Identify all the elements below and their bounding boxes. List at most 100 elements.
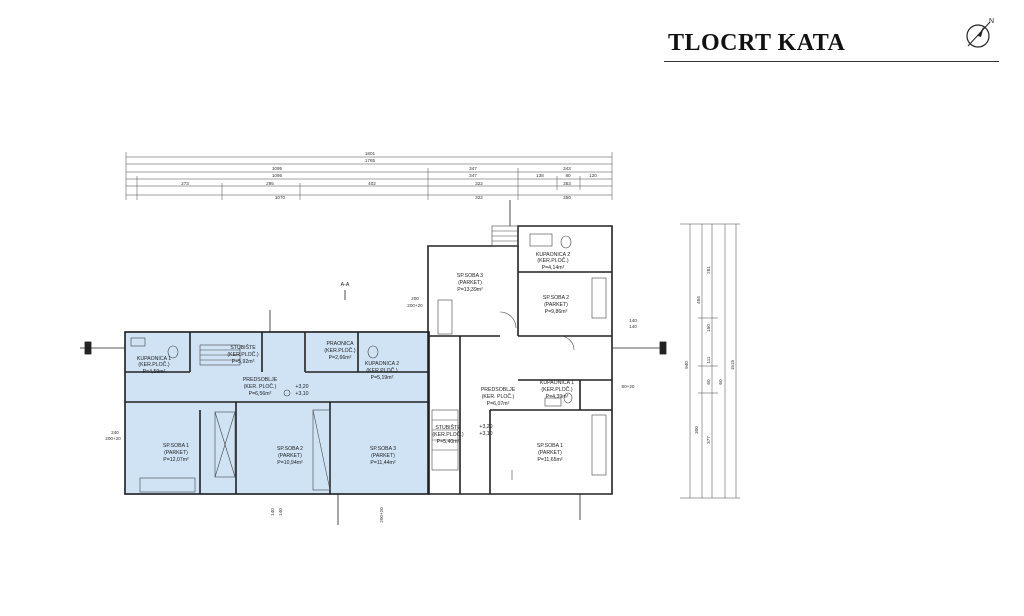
right-unit-labels: SP.SOBA 3 (PARKET) P=13,39m² KUPAONICA 2… (432, 252, 574, 463)
left-unit-details (130, 337, 379, 493)
svg-text:STUBIŠTE: STUBIŠTE (230, 344, 256, 351)
room-label-soba2-right: SP.SOBA 2 (PARKET) P=9,86m² (543, 295, 569, 315)
room-label-stubiste-right: STUBIŠTE (KER.PLOČ.) P=5,40m² (432, 424, 463, 445)
svg-text:(KER.PLOČ.): (KER.PLOČ.) (537, 257, 568, 264)
dim-misc-3: 140 (629, 318, 637, 323)
svg-text:(PARKET): (PARKET) (538, 450, 562, 456)
svg-text:(KER.PLOČ.): (KER.PLOČ.) (366, 367, 397, 374)
dim-misc-8: 140 (270, 508, 275, 516)
dim-top-14: 322 (475, 181, 483, 186)
level-mark-left: +3,20 (295, 384, 308, 390)
dim-top-3: 1095 (272, 166, 283, 171)
top-dimension-texts: 1801 1765 1095 347 343 1095 347 138 80 1… (181, 151, 597, 200)
dim-top-15: 353 (563, 181, 571, 186)
dim-right-6: 60 (706, 379, 711, 385)
dim-right-3: 150 (706, 324, 711, 332)
dim-top-11: 273 (181, 181, 189, 186)
svg-text:SP.SOBA 1: SP.SOBA 1 (163, 443, 189, 449)
right-dimension-lines (680, 223, 740, 499)
room-label-predsoblje-right: PREDSOBLJE (KER. PLOČ.) P=6,07m² (481, 387, 516, 407)
svg-text:SP.SOBA 3: SP.SOBA 3 (370, 446, 396, 452)
room-label-soba1-right: SP.SOBA 1 (PARKET) P=11,65m² (537, 443, 563, 463)
level-mark-right: +3,20 (479, 424, 492, 430)
svg-text:KUPAONICA 1: KUPAONICA 1 (540, 380, 574, 386)
dim-misc-1: 200 (411, 296, 419, 301)
svg-text:(PARKET): (PARKET) (278, 453, 302, 459)
dim-right-4: 940 (684, 361, 689, 369)
svg-text:(PARKET): (PARKET) (544, 302, 568, 308)
svg-text:N: N (989, 18, 994, 25)
svg-text:(KER. PLOČ.): (KER. PLOČ.) (244, 383, 277, 390)
title-underline (664, 61, 999, 62)
svg-text:(KER.PLOČ.): (KER.PLOČ.) (541, 386, 572, 393)
dim-misc-5: 80+20 (622, 384, 635, 389)
svg-text:P=4,14m²: P=4,14m² (542, 265, 565, 271)
dim-top-6: 1095 (272, 173, 283, 178)
svg-text:KUPAONICA 1: KUPAONICA 1 (137, 356, 171, 362)
dim-right-10: 1515 (730, 359, 735, 370)
svg-text:(PARKET): (PARKET) (164, 450, 188, 456)
room-label-soba3-left: SP.SOBA 3 (PARKET) P=11,44m² (370, 446, 396, 466)
room-label-stubiste-left: STUBIŠTE (KER.PLOČ.) P=5,92m² (227, 344, 258, 365)
svg-text:(KER.PLOČ.): (KER.PLOČ.) (432, 431, 463, 438)
room-label-soba3-right: SP.SOBA 3 (PARKET) P=13,39m² (457, 273, 483, 293)
svg-text:P=5,92m²: P=5,92m² (232, 359, 255, 365)
svg-text:P=9,86m²: P=9,86m² (545, 309, 568, 315)
dim-misc-4: 140 (629, 324, 637, 329)
left-unit-walls (124, 331, 430, 495)
section-marks (80, 200, 667, 525)
dim-misc-2: 200+20 (407, 303, 423, 308)
right-unit-walls (427, 225, 613, 495)
svg-text:P=4,39m²: P=4,39m² (546, 394, 569, 400)
top-dimension-lines (125, 152, 613, 200)
dim-right-8: 377 (706, 436, 711, 444)
dim-top-2: 1765 (365, 158, 376, 163)
dim-top-12: 295 (266, 181, 274, 186)
svg-text:P=5,19m²: P=5,19m² (371, 375, 394, 381)
dim-right-5: 111 (706, 356, 711, 363)
room-label-predsoblje-left: PREDSOBLJE (KER. PLOČ.) P=6,56m² (243, 377, 278, 397)
svg-text:P=6,56m²: P=6,56m² (249, 391, 272, 397)
dim-right-1: 454 (696, 296, 701, 304)
dim-top-1: 1801 (365, 151, 376, 156)
right-unit-details (431, 225, 607, 480)
svg-text:P=12,07m²: P=12,07m² (163, 457, 189, 463)
dim-misc-6: 240 (111, 430, 119, 435)
dim-top-9: 80 (565, 173, 571, 178)
dim-top-7: 347 (469, 173, 477, 178)
svg-text:(KER.PLOČ.): (KER.PLOČ.) (324, 347, 355, 354)
dim-right-9: 300 (694, 426, 699, 434)
dim-right-7: 60 (718, 379, 723, 385)
svg-text:P=11,65m²: P=11,65m² (537, 457, 562, 463)
svg-text:SP.SOBA 3: SP.SOBA 3 (457, 273, 483, 279)
dim-misc-7: 200+20 (105, 436, 121, 441)
room-label-soba1-left: SP.SOBA 1 (PARKET) P=12,07m² (163, 443, 189, 463)
dim-top-18: 350 (563, 195, 571, 200)
dim-top-4: 347 (469, 166, 477, 171)
dim-top-16: 1070 (275, 195, 286, 200)
svg-text:(PARKET): (PARKET) (458, 280, 482, 286)
svg-text:KUPAONICA 2: KUPAONICA 2 (536, 252, 570, 258)
left-unit-labels: KUPAONICA 1 (KER.PLOČ.) P=4,59m² STUBIŠT… (137, 341, 399, 466)
svg-text:SP.SOBA 2: SP.SOBA 2 (277, 446, 303, 452)
level-mark-right-2: +3,10 (479, 431, 492, 437)
svg-text:KUPAONICA 2: KUPAONICA 2 (365, 361, 399, 367)
dim-top-5: 343 (563, 166, 571, 171)
dim-top-8: 138 (536, 173, 544, 178)
svg-text:SP.SOBA 1: SP.SOBA 1 (537, 443, 563, 449)
svg-text:PREDSOBLJE: PREDSOBLJE (243, 377, 278, 383)
room-label-kupaonica1-right: KUPAONICA 1 (KER.PLOČ.) P=4,39m² (540, 380, 574, 400)
dim-misc-9: 140 (278, 508, 283, 516)
compass-north-icon: N (966, 18, 994, 48)
room-label-soba2-left: SP.SOBA 2 (PARKET) P=10,94m² (277, 446, 303, 466)
dim-top-10: 120 (589, 173, 597, 178)
misc-dimension-texts: 200 200+20 140 140 80+20 240 200+20 140 … (105, 296, 637, 523)
right-dimension-texts: 454 281 150 940 111 60 60 377 300 1515 (684, 266, 735, 444)
svg-text:(PARKET): (PARKET) (371, 453, 395, 459)
svg-text:PRAONICA: PRAONICA (326, 341, 354, 347)
svg-text:P=2,66m²: P=2,66m² (329, 355, 352, 361)
svg-text:P=11,44m²: P=11,44m² (370, 460, 395, 466)
level-mark-left-2: +3,10 (295, 391, 308, 397)
room-label-kupaonica2-left: KUPAONICA 2 (KER.PLOČ.) P=5,19m² (365, 361, 399, 381)
